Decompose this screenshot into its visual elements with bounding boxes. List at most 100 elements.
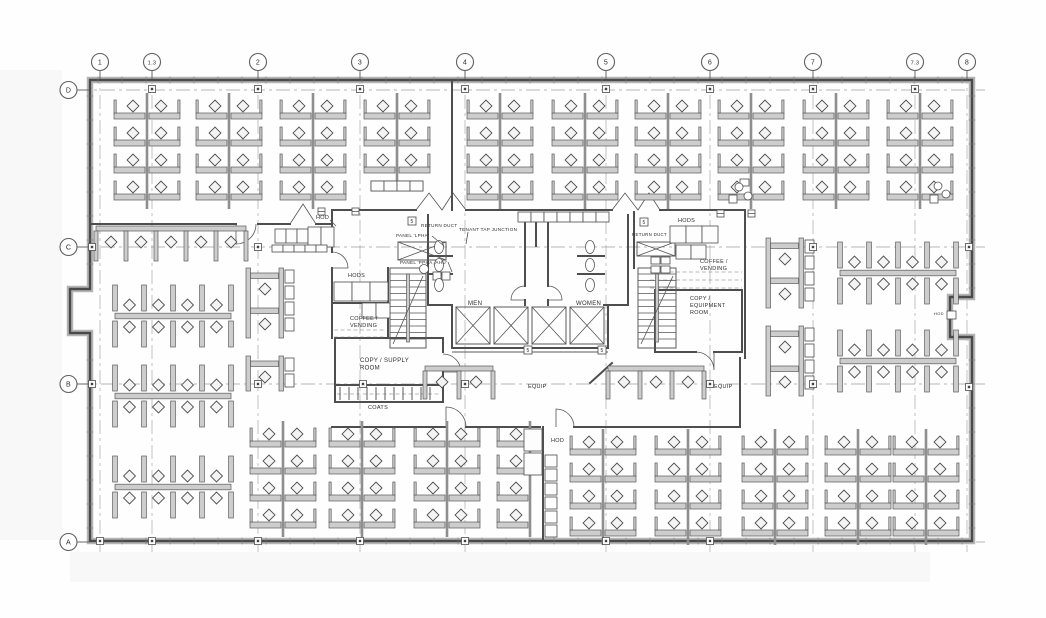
chair: [292, 126, 306, 140]
svg-text:7: 7: [811, 60, 815, 67]
chair: [209, 298, 224, 312]
grid-bubble-B: B: [59, 374, 89, 394]
double-door: [415, 192, 467, 211]
chair: [376, 126, 390, 140]
chair: [180, 400, 195, 414]
chair: [681, 375, 695, 389]
door-swing: [695, 351, 715, 371]
workstation-pod: [765, 325, 815, 397]
toilet-fixture: [434, 258, 444, 272]
chair: [815, 153, 829, 167]
workstation-row: [605, 365, 707, 400]
chair: [927, 99, 941, 113]
chair: [262, 427, 276, 441]
chair: [582, 435, 596, 449]
chair: [224, 235, 238, 249]
chair: [933, 435, 947, 449]
chair: [592, 153, 606, 167]
chair: [376, 153, 390, 167]
chair: [209, 400, 224, 414]
chair: [341, 454, 355, 468]
locker: [544, 468, 558, 482]
workstation-row: [93, 225, 249, 262]
chair: [509, 481, 523, 495]
equipment-box: [660, 256, 671, 265]
chair: [934, 343, 949, 357]
chair: [208, 99, 222, 113]
equipment-box: [523, 452, 543, 476]
chair: [754, 489, 768, 503]
workstation-pod: [279, 93, 347, 209]
chair: [509, 454, 523, 468]
chair: [647, 153, 661, 167]
elevator-shaft: [531, 306, 567, 345]
chair: [582, 516, 596, 530]
chair: [320, 180, 334, 194]
cabinet-run: [271, 244, 328, 253]
label-coffee: COFFEE /VENDING: [350, 316, 378, 329]
grid-bubble-1.3: 1.3: [142, 52, 162, 79]
grid-bubble-A: A: [59, 532, 89, 552]
chair: [582, 462, 596, 476]
workstation-pod: [245, 267, 295, 339]
chair: [876, 255, 891, 269]
chair: [154, 180, 168, 194]
workstation-pod: [113, 93, 181, 209]
chair: [404, 153, 418, 167]
chair: [754, 516, 768, 530]
svg-text:5: 5: [600, 348, 603, 354]
equipment-box: [929, 194, 939, 204]
chair: [479, 153, 493, 167]
chair: [754, 462, 768, 476]
chair: [154, 99, 168, 113]
label-return-duct: RETURN DUCT: [632, 232, 667, 237]
chair: [667, 516, 681, 530]
chair: [180, 378, 195, 392]
svg-text:B: B: [66, 382, 71, 389]
chair: [758, 126, 772, 140]
chair: [876, 365, 891, 379]
chair: [675, 99, 689, 113]
chair: [837, 435, 851, 449]
svg-text:8: 8: [965, 60, 969, 67]
chair: [454, 427, 468, 441]
chair: [730, 153, 744, 167]
chair: [847, 365, 862, 379]
grid-bubble-4: 4: [455, 52, 475, 79]
equipment-box: [650, 256, 661, 265]
chair: [592, 180, 606, 194]
locker: [544, 496, 558, 510]
svg-text:6: 6: [708, 60, 712, 67]
chair: [847, 277, 862, 291]
equipment-box: [441, 271, 451, 281]
toilet-fixture: [434, 278, 444, 292]
cabinet-run: [370, 180, 424, 192]
chair: [899, 126, 913, 140]
elevator-shaft: [569, 306, 605, 345]
label-panel-lpha: PANEL 'LPHA': [396, 233, 429, 238]
svg-text:5: 5: [410, 219, 413, 225]
chair: [927, 126, 941, 140]
keynote-symbol: 5: [523, 345, 533, 355]
chair: [151, 320, 166, 334]
workstation-pod: [654, 429, 722, 545]
chair: [592, 99, 606, 113]
chair: [454, 508, 468, 522]
chair: [290, 508, 304, 522]
chair: [843, 153, 857, 167]
chair: [610, 462, 624, 476]
chair: [208, 126, 222, 140]
chair: [899, 99, 913, 113]
label-coffee: COFFEE /VENDING: [700, 259, 728, 272]
chair: [469, 375, 483, 389]
chair: [209, 320, 224, 334]
keynote-symbol: 5: [407, 216, 417, 226]
cabinet-run: [274, 228, 309, 244]
equipment-box: [739, 178, 750, 187]
chair: [758, 99, 772, 113]
chair: [151, 298, 166, 312]
chair: [320, 126, 334, 140]
label-panel-ppha-ahu: PANEL 'PPHA, AHU': [400, 260, 447, 265]
chair: [126, 180, 140, 194]
